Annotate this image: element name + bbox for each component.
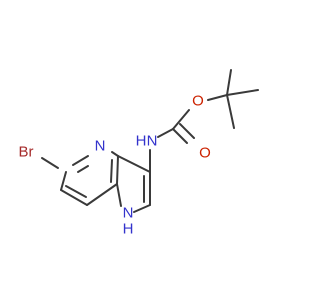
bond-c7-c6 bbox=[60, 189, 88, 206]
bond-carbonyl-o-ester bbox=[172, 109, 190, 130]
pyrrole-hydrogen-label: H bbox=[123, 221, 134, 238]
bond-c5-n4 bbox=[72, 155, 89, 166]
bond-o-cquat bbox=[207, 94, 228, 101]
bond-c5-n4-inner bbox=[77, 165, 89, 173]
bond-c7-c6-inner bbox=[65, 185, 87, 198]
bond-cquat-methyl-right bbox=[226, 89, 259, 96]
atom-labels: Br N N H O O N H bbox=[19, 93, 211, 238]
ester-oxygen-label: O bbox=[192, 93, 204, 110]
bond-cquat-methyl-bottom bbox=[226, 94, 235, 129]
bond-c3a-c7a bbox=[116, 155, 119, 185]
bond-c6-c5 bbox=[60, 171, 67, 191]
bond-c3a-c3 bbox=[117, 155, 151, 173]
pyrrole-nitrogen-label: N bbox=[123, 205, 134, 222]
bond-c3a-c7a-inner bbox=[110, 159, 113, 183]
bond-n1-c7a bbox=[116, 183, 122, 207]
bond-c7a-c7 bbox=[86, 183, 118, 206]
amide-nitrogen-label: N bbox=[147, 133, 158, 150]
bond-carbonyl-o-double bbox=[172, 128, 188, 144]
bond-n4-c3a bbox=[111, 151, 119, 157]
chemical-structure-diagram: Br N N H O O N H bbox=[18, 69, 259, 238]
bond-cquat-methyl-top bbox=[226, 69, 232, 96]
bond-c2-n1 bbox=[133, 204, 151, 213]
bond-carbonyl-o-double-inner bbox=[179, 123, 195, 139]
pyridine-nitrogen-label: N bbox=[95, 138, 106, 155]
bond-nh-carbonyl bbox=[157, 128, 174, 138]
bond-br-c5 bbox=[41, 157, 59, 169]
carbonyl-oxygen-label: O bbox=[199, 145, 211, 162]
amide-hydrogen-label: H bbox=[136, 133, 147, 150]
bonds bbox=[41, 69, 259, 213]
bromine-atom-label: Br bbox=[19, 144, 34, 161]
